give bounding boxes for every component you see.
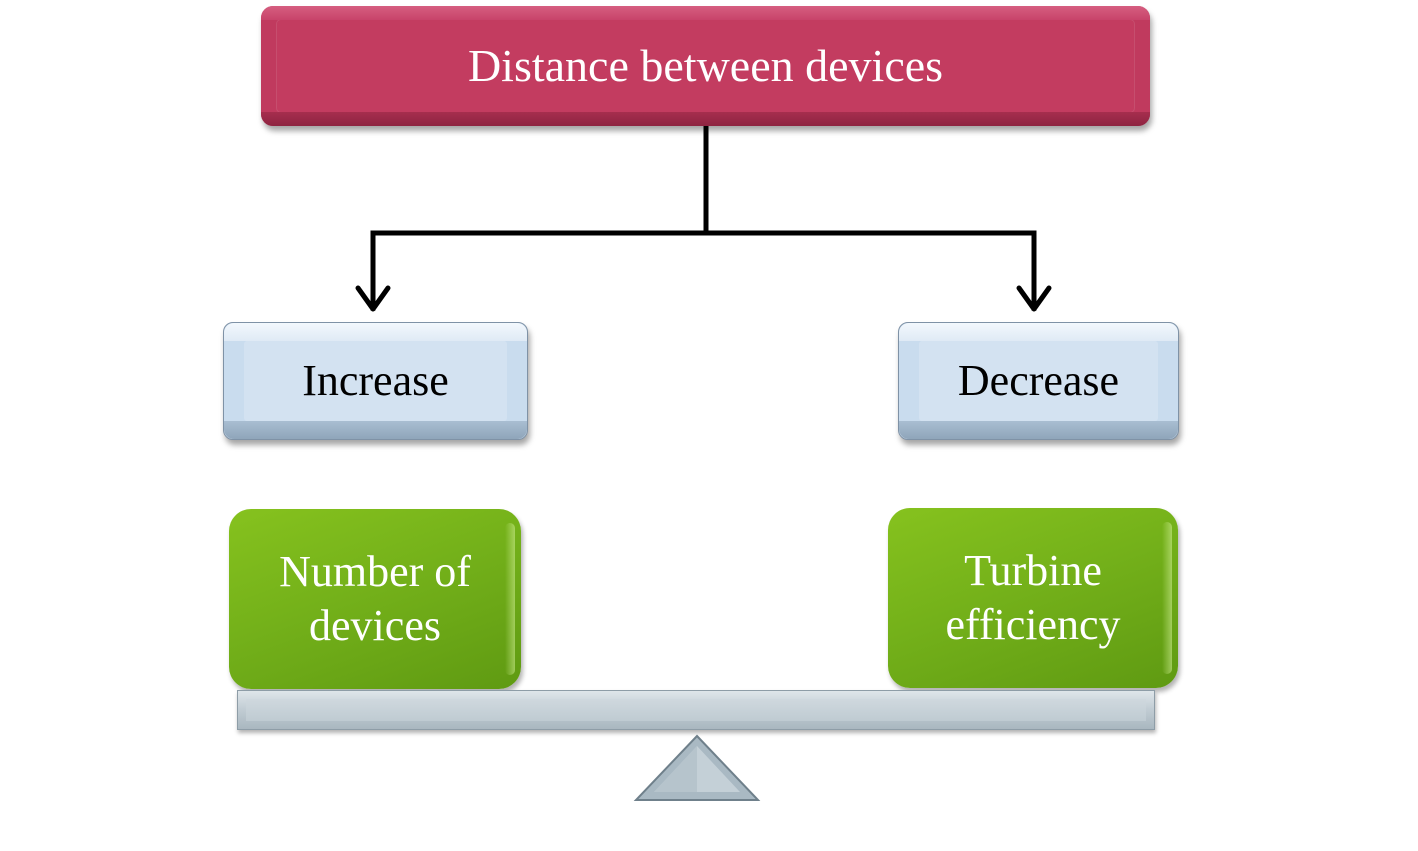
distance-between-devices-box: Distance between devices: [261, 6, 1150, 126]
bevel-bottom: [899, 421, 1178, 439]
bevel-top: [261, 6, 1150, 20]
increase-label: Increase: [302, 356, 449, 406]
increase-box: Increase: [223, 322, 528, 440]
turbine-efficiency-label: Turbine efficiency: [945, 544, 1120, 651]
bevel-top: [899, 323, 1178, 341]
turbine-efficiency-box: Turbine efficiency: [888, 508, 1178, 688]
left-arrowhead: [355, 285, 391, 312]
number-of-devices-box: Number of devices: [229, 509, 521, 689]
number-of-devices-label: Number of devices: [279, 545, 471, 652]
decrease-label: Decrease: [957, 356, 1120, 406]
bevel-bottom: [261, 112, 1150, 126]
fulcrum-triangle: [633, 734, 761, 801]
number-of-devices-line-2: devices: [309, 601, 441, 650]
decrease-box: Decrease: [898, 322, 1179, 440]
top-box-label: Distance between devices: [467, 39, 944, 91]
turbine-efficiency-line-2: efficiency: [945, 600, 1121, 649]
right-arrowhead: [1016, 285, 1052, 312]
seesaw-beam: [237, 690, 1155, 730]
turbine-efficiency-line-1: Turbine: [964, 546, 1102, 596]
bevel-top: [224, 323, 527, 341]
number-of-devices-line-1: Number of: [279, 547, 471, 597]
bevel-bottom: [224, 421, 527, 439]
